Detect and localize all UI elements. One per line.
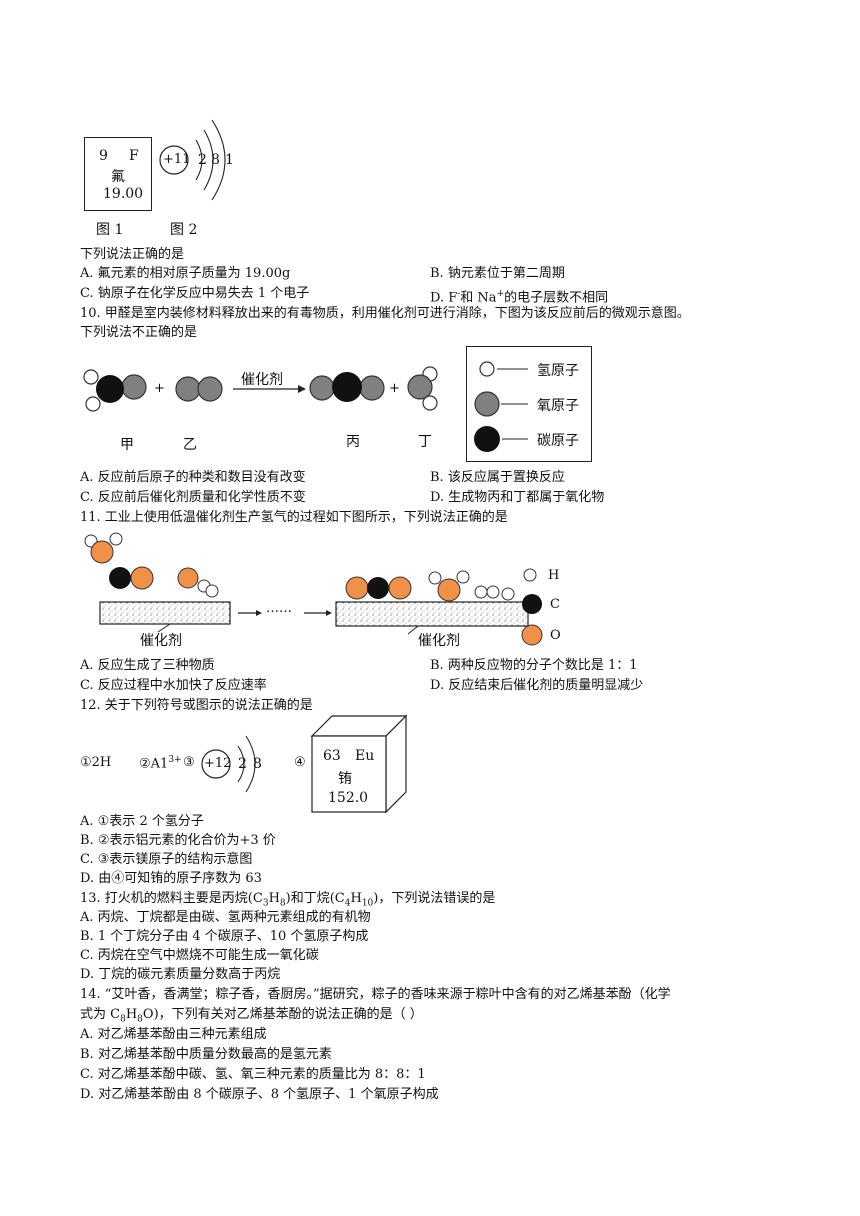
eu-symbol: Eu <box>355 748 375 764</box>
q10-arrow-label: 催化剂 <box>241 372 283 388</box>
q14-option-c: C. 对乙烯基苯酚中碳、氢、氧三种元素的质量比为 8：8：1 <box>80 1067 426 1082</box>
eu-mass: 152.0 <box>328 790 369 806</box>
figure-1-caption: 图 1 <box>96 222 124 238</box>
q11-option-a: A. 反应生成了三种物质 <box>80 658 215 673</box>
na-shell-2: 8 <box>211 152 220 168</box>
label-ding: 丁 <box>418 434 432 450</box>
q11-option-b: B. 两种反应物的分子个数比是 1：1 <box>430 658 638 673</box>
magnesium-atom-diagram <box>201 735 256 793</box>
q12-option-b: B. ②表示铝元素的化合价为+3 价 <box>80 833 276 848</box>
q13-option-a: A. 丙烷、丁烷都是由碳、氢两种元素组成的有机物 <box>80 910 371 925</box>
q9-stem: 下列说法正确的是 <box>80 247 185 262</box>
label-jia: 甲 <box>120 437 134 453</box>
label-yi: 乙 <box>183 437 197 453</box>
legend-symbols <box>474 361 528 452</box>
q12-option-d: D. 由④可知铕的原子序数为 63 <box>80 871 262 886</box>
na-shell-3: 1 <box>225 152 234 168</box>
fluorine-element-card: 9 F 氟 19.00 <box>84 137 152 211</box>
catalyst-label-1: 催化剂 <box>140 633 182 649</box>
element-mass: 19.00 <box>103 186 144 202</box>
mg-shell-2: 8 <box>253 756 262 772</box>
europium-card-3d <box>310 714 408 814</box>
catalyst-label-2: 催化剂 <box>418 633 460 649</box>
q11-dots: …… <box>266 601 292 616</box>
legend-oxygen: 氧原子 <box>537 398 579 414</box>
q10-option-d: D. 生成物丙和丁都属于氧化物 <box>430 490 605 505</box>
na-nucleus: +11 <box>163 152 191 167</box>
symbol-2h: ①2H <box>80 755 112 770</box>
q14-option-d: D. 对乙烯基苯酚由 8 个碳原子、8 个氢原子、1 个氧原子构成 <box>80 1087 439 1102</box>
q10-reaction-diagram: + + <box>83 366 438 412</box>
legend-o: O <box>550 628 561 643</box>
q10-stem-line1: 10. 甲醛是室内装修材料释放出来的有毒物质，利用催化剂可进行消除，下图为该反应… <box>80 306 690 321</box>
q13-option-b: B. 1 个丁烷分子由 4 个碳原子、10 个氢原子构成 <box>80 929 369 944</box>
element-number: 9 <box>99 148 108 164</box>
legend-hydrogen: 氢原子 <box>537 363 579 379</box>
element-symbol: F <box>129 148 139 164</box>
q10-option-a: A. 反应前后原子的种类和数目没有改变 <box>80 470 306 485</box>
q12-option-a: A. ①表示 2 个氢分子 <box>80 814 204 829</box>
q10-legend: 氢原子 氧原子 碳原子 <box>466 346 592 462</box>
q9-option-d: D. F-和 Na+的电子层数不相同 <box>430 289 609 306</box>
legend-h: H <box>548 568 560 583</box>
eu-number: 63 <box>323 748 341 764</box>
sodium-atom-diagram <box>159 119 226 201</box>
symbol-al3: ②A13+ <box>139 755 182 772</box>
q11-stem: 11. 工业上使用低温催化剂生产氢气的过程如下图所示，下列说法正确的是 <box>80 510 508 525</box>
q14-stem-line2: 式为 C8H8O)，下列有关对乙烯基苯酚的说法正确的是（ ） <box>80 1007 423 1025</box>
q13-stem: 13. 打火机的燃料主要是丙烷(C3H8)和丁烷(C4H10)，下列说法错误的是 <box>80 891 496 909</box>
q10-stem-line2: 下列说法不正确的是 <box>80 325 198 340</box>
q11-process-diagram <box>84 532 543 646</box>
q14-option-a: A. 对乙烯基苯酚由三种元素组成 <box>80 1027 267 1042</box>
symbol-4: ④ <box>294 755 306 770</box>
symbol-3: ③ <box>183 755 195 770</box>
mg-nucleus: +12 <box>204 756 232 771</box>
legend-c: C <box>550 597 560 612</box>
element-name: 氟 <box>111 169 125 185</box>
q14-option-b: B. 对乙烯基苯酚中质量分数最高的是氢元素 <box>80 1047 332 1062</box>
q14-stem-line1: 14. “艾叶香，香满堂；粽子香，香厨房。”据研究，粽子的香味来源于粽叶中含有的… <box>80 987 671 1002</box>
q13-option-c: C. 丙烷在空气中燃烧不可能生成一氧化碳 <box>80 948 319 963</box>
q10-option-c: C. 反应前后催化剂质量和化学性质不变 <box>80 490 306 505</box>
q13-option-d: D. 丁烷的碳元素质量分数高于丙烷 <box>80 967 281 982</box>
q11-option-c: C. 反应过程中水加快了反应速率 <box>80 678 267 693</box>
q11-option-d: D. 反应结束后催化剂的质量明显减少 <box>430 678 644 693</box>
q9-option-b: B. 钠元素位于第二周期 <box>430 266 565 281</box>
figure-2-caption: 图 2 <box>170 222 198 238</box>
q9-option-a: A. 氟元素的相对原子质量为 19.00g <box>80 266 291 281</box>
plus-sign: + <box>389 381 400 396</box>
q9-option-c: C. 钠原子在化学反应中易失去 1 个电子 <box>80 286 310 301</box>
plus-sign: + <box>154 381 165 396</box>
q12-option-c: C. ③表示镁原子的结构示意图 <box>80 852 253 867</box>
label-bing: 丙 <box>346 434 360 450</box>
legend-carbon: 碳原子 <box>537 433 579 449</box>
eu-name: 铕 <box>338 771 352 787</box>
q10-option-b: B. 该反应属于置换反应 <box>430 470 565 485</box>
q12-stem: 12. 关于下列符号或图示的说法正确的是 <box>80 698 313 713</box>
mg-shell-1: 2 <box>238 756 247 772</box>
na-shell-1: 2 <box>198 152 207 168</box>
